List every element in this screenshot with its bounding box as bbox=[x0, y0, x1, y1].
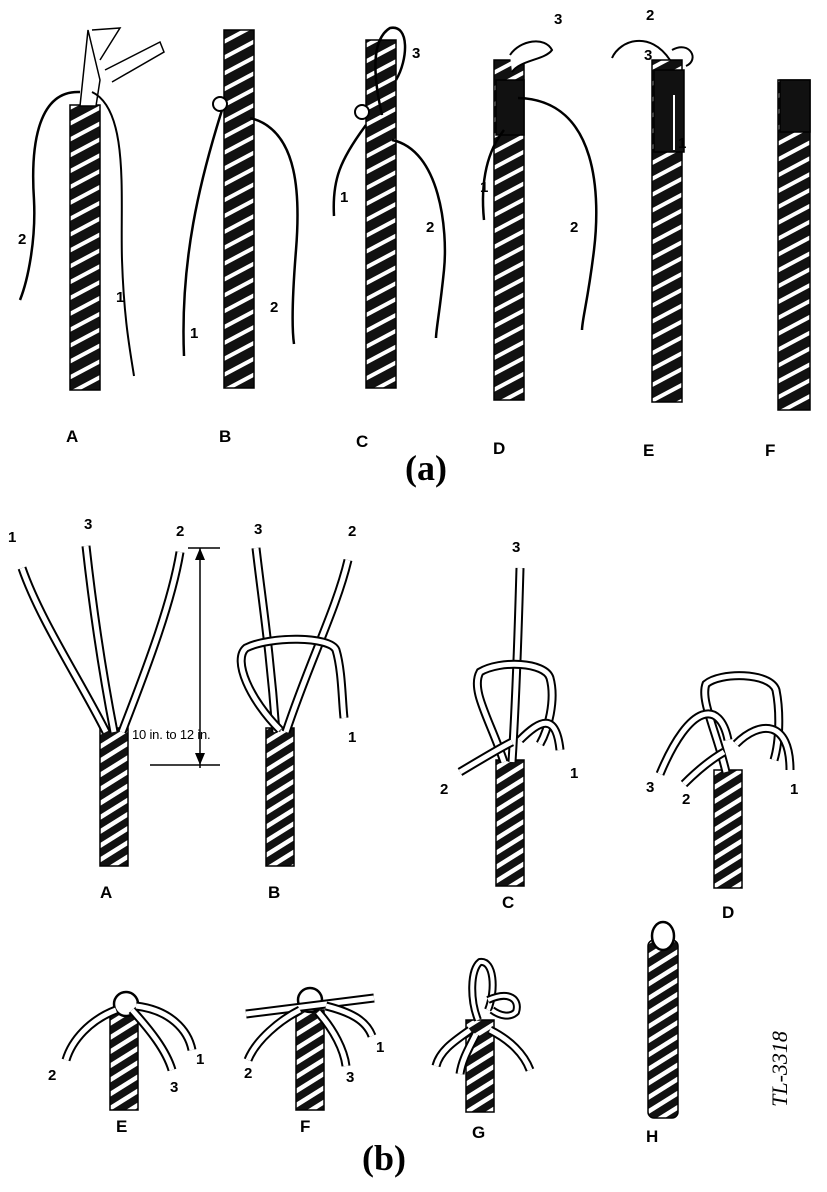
panel-a-b-strand-1: 1 bbox=[190, 326, 198, 341]
figure-code: TL-3318 bbox=[769, 1031, 791, 1107]
panel-b-c-label: C bbox=[502, 894, 514, 911]
panel-b-b-strand-1: 1 bbox=[348, 730, 356, 745]
part-a-panel-e-drawing bbox=[612, 41, 693, 402]
part-b-panel-c-drawing bbox=[460, 568, 560, 886]
panel-a-e-strand-2: 2 bbox=[646, 8, 654, 23]
panel-b-g-label: G bbox=[472, 1124, 485, 1141]
whipping bbox=[780, 80, 810, 132]
part-b-panel-b-drawing bbox=[241, 548, 348, 866]
panel-a-f-label: F bbox=[765, 442, 775, 459]
part-a-panel-b-drawing bbox=[183, 30, 297, 388]
panel-b-e-strand-2: 2 bbox=[48, 1068, 56, 1083]
part-b-panel-a-drawing bbox=[22, 546, 220, 866]
panel-b-b-strand-3: 3 bbox=[254, 522, 262, 537]
panel-b-e-strand-1: 1 bbox=[196, 1052, 204, 1067]
panel-a-e-strand-1: 1 bbox=[678, 136, 686, 151]
whipping bbox=[496, 80, 524, 135]
strand-2 bbox=[612, 41, 670, 60]
part-b-panel-f-drawing bbox=[246, 988, 374, 1110]
panel-b-f-strand-3: 3 bbox=[346, 1070, 354, 1085]
strand-1 bbox=[183, 110, 222, 356]
part-a-panel-a-drawing bbox=[20, 28, 164, 390]
panel-a-d-strand-2: 2 bbox=[570, 220, 578, 235]
panel-b-h-label: H bbox=[646, 1128, 658, 1145]
strand-1 bbox=[334, 125, 366, 216]
part-b-panel-g-drawing bbox=[436, 962, 530, 1112]
part-a-panel-d-drawing bbox=[483, 41, 596, 400]
strand-2 bbox=[392, 140, 445, 338]
panel-b-f-strand-1: 1 bbox=[376, 1040, 384, 1055]
panel-b-a-strand-3: 3 bbox=[84, 517, 92, 532]
panel-a-c-strand-1: 1 bbox=[340, 190, 348, 205]
panel-b-f-label: F bbox=[300, 1118, 310, 1135]
part-b-caption: (b) bbox=[362, 1140, 406, 1176]
panel-a-c-label: C bbox=[356, 433, 368, 450]
panel-b-d-strand-2: 2 bbox=[682, 792, 690, 807]
panel-a-c-strand-2: 2 bbox=[426, 220, 434, 235]
panel-a-e-label: E bbox=[643, 442, 654, 459]
panel-a-a-label: A bbox=[66, 428, 78, 445]
panel-a-c-strand-3: 3 bbox=[412, 46, 420, 61]
panel-a-d-strand-1: 1 bbox=[480, 180, 488, 195]
panel-a-d-label: D bbox=[493, 440, 505, 457]
panel-b-a-strand-1: 1 bbox=[8, 530, 16, 545]
panel-b-e-label: E bbox=[116, 1118, 127, 1135]
panel-b-d-label: D bbox=[722, 904, 734, 921]
panel-b-e-strand-3: 3 bbox=[170, 1080, 178, 1095]
panel-b-c-strand-1: 1 bbox=[570, 766, 578, 781]
panel-b-a-strand-2: 2 bbox=[176, 524, 184, 539]
rope-body bbox=[70, 105, 100, 390]
panel-a-e-strand-3: 3 bbox=[644, 48, 652, 63]
panel-a-a-strand-1: 1 bbox=[116, 290, 124, 305]
panel-a-d-strand-3: 3 bbox=[554, 12, 562, 27]
strand-2 bbox=[518, 98, 596, 330]
panel-b-f-strand-2: 2 bbox=[244, 1066, 252, 1081]
panel-b-b-strand-2: 2 bbox=[348, 524, 356, 539]
panel-a-a-strand-2: 2 bbox=[18, 232, 26, 247]
panel-b-d-strand-3: 3 bbox=[646, 780, 654, 795]
part-a-caption: (a) bbox=[405, 450, 447, 486]
part-b-panel-d-drawing bbox=[660, 676, 790, 888]
panel-b-c-strand-2: 2 bbox=[440, 782, 448, 797]
panel-b-d-strand-1: 1 bbox=[790, 782, 798, 797]
panel-a-b-strand-2: 2 bbox=[270, 300, 278, 315]
part-b-panel-h-drawing bbox=[648, 922, 678, 1118]
panel-b-c-strand-3: 3 bbox=[512, 540, 520, 555]
panel-b-b-label: B bbox=[268, 884, 280, 901]
panel-a-b-label: B bbox=[219, 428, 231, 445]
dimension-label: 10 in. to 12 in. bbox=[132, 728, 210, 741]
part-a-panel-c-drawing bbox=[334, 28, 445, 388]
panel-b-a-label: A bbox=[100, 884, 112, 901]
part-a-panel-f-drawing bbox=[778, 80, 810, 410]
